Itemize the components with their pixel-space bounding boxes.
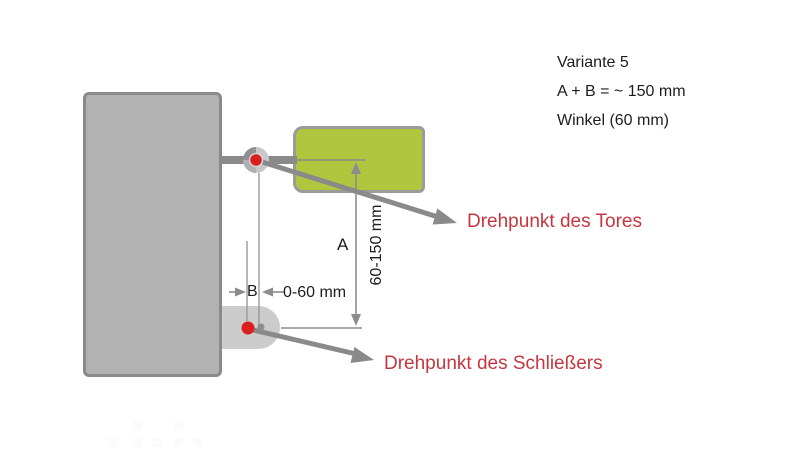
dimension-a-letter: A bbox=[337, 235, 349, 254]
variant-bracket: Winkel (60 mm) bbox=[557, 112, 670, 129]
dimension-b-value: 0-60 mm bbox=[283, 284, 347, 301]
dimension-a-arrow-down-icon bbox=[351, 314, 361, 326]
variant-title: Variante 5 bbox=[557, 54, 629, 71]
dimension-b-letter: B bbox=[247, 283, 258, 300]
dimension-b-arrow-left-icon bbox=[262, 287, 273, 297]
gate-pivot-dot bbox=[248, 152, 264, 168]
closer-pivot-label: Drehpunkt des Schließers bbox=[384, 353, 603, 374]
gate-pivot-label: Drehpunkt des Tores bbox=[467, 211, 642, 232]
dimension-a-arrow-up-icon bbox=[351, 162, 361, 174]
offset-dot bbox=[257, 323, 265, 331]
dimension-a-value: 60-150 mm bbox=[368, 204, 385, 286]
gate-post-shape bbox=[83, 92, 222, 377]
dimension-b-arrow-right-icon bbox=[235, 287, 246, 297]
gate-pivot-arrow bbox=[258, 158, 457, 225]
closer-pivot-arrow bbox=[248, 326, 374, 363]
variant-formula: A + B = ~ 150 mm bbox=[557, 83, 686, 100]
closer-pivot-dot bbox=[241, 321, 255, 335]
variant-info-block: Variante 5 A + B = ~ 150 mm Winkel (60 m… bbox=[557, 48, 686, 135]
